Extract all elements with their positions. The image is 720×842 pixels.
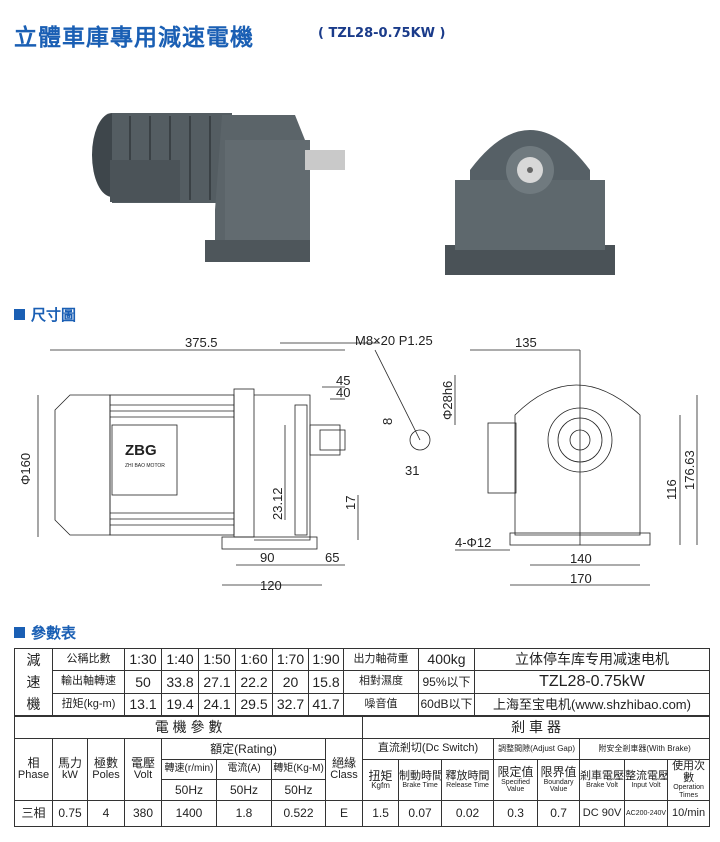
model-label: ( TZL28-0.75KW ) [318, 26, 446, 41]
product-photos [92, 113, 615, 275]
square-bullet-icon [14, 627, 25, 638]
front-view [454, 349, 698, 586]
motor-side-photo [92, 113, 345, 262]
svg-text:40: 40 [336, 385, 350, 400]
svg-text:M8×20 P1.25: M8×20 P1.25 [355, 333, 433, 348]
side-view [37, 349, 359, 586]
shaft-end-view [280, 342, 431, 451]
logo-mark: ZBG ZHI BAO MOTOR [125, 442, 165, 469]
svg-text:ZHI BAO MOTOR: ZHI BAO MOTOR [125, 463, 165, 469]
svg-text:ZBG: ZBG [125, 442, 157, 459]
dimension-labels: 375.5 M8×20 P1.25 45 40 Φ160 23.12 17 90… [18, 333, 697, 593]
svg-text:120: 120 [260, 578, 282, 593]
svg-text:375.5: 375.5 [185, 335, 218, 350]
section-drawing-heading: 尺寸圖 [14, 304, 76, 325]
svg-text:Φ28h6: Φ28h6 [440, 381, 455, 420]
square-bullet-icon [14, 309, 25, 320]
svg-text:45: 45 [336, 373, 350, 388]
page-title: 立體車庫專用減速電機 [14, 25, 254, 51]
svg-text:176.63: 176.63 [682, 450, 697, 490]
svg-text:8: 8 [380, 418, 395, 425]
motor-params-title: 電 機 參 數 [13, 716, 364, 739]
reducer-group-label: 減速機 [14, 648, 53, 716]
brake-title: 剎 車 器 [362, 716, 711, 739]
svg-text:31: 31 [405, 463, 419, 478]
svg-text:140: 140 [570, 551, 592, 566]
dimension-drawing: ZBG ZHI BAO MOTOR 375.5 M8×20 P1.25 45 40… [18, 333, 698, 593]
svg-text:116: 116 [664, 479, 679, 500]
svg-text:135: 135 [515, 335, 537, 350]
svg-text:65: 65 [325, 550, 339, 565]
svg-text:23.12: 23.12 [270, 487, 285, 520]
svg-text:170: 170 [570, 571, 592, 586]
svg-text:17: 17 [343, 496, 358, 510]
gearbox-front-photo [445, 130, 615, 275]
section-params-heading: 參數表 [14, 622, 76, 643]
svg-text:Φ160: Φ160 [18, 453, 33, 485]
svg-text:90: 90 [260, 550, 274, 565]
svg-text:4-Φ12: 4-Φ12 [455, 535, 491, 550]
